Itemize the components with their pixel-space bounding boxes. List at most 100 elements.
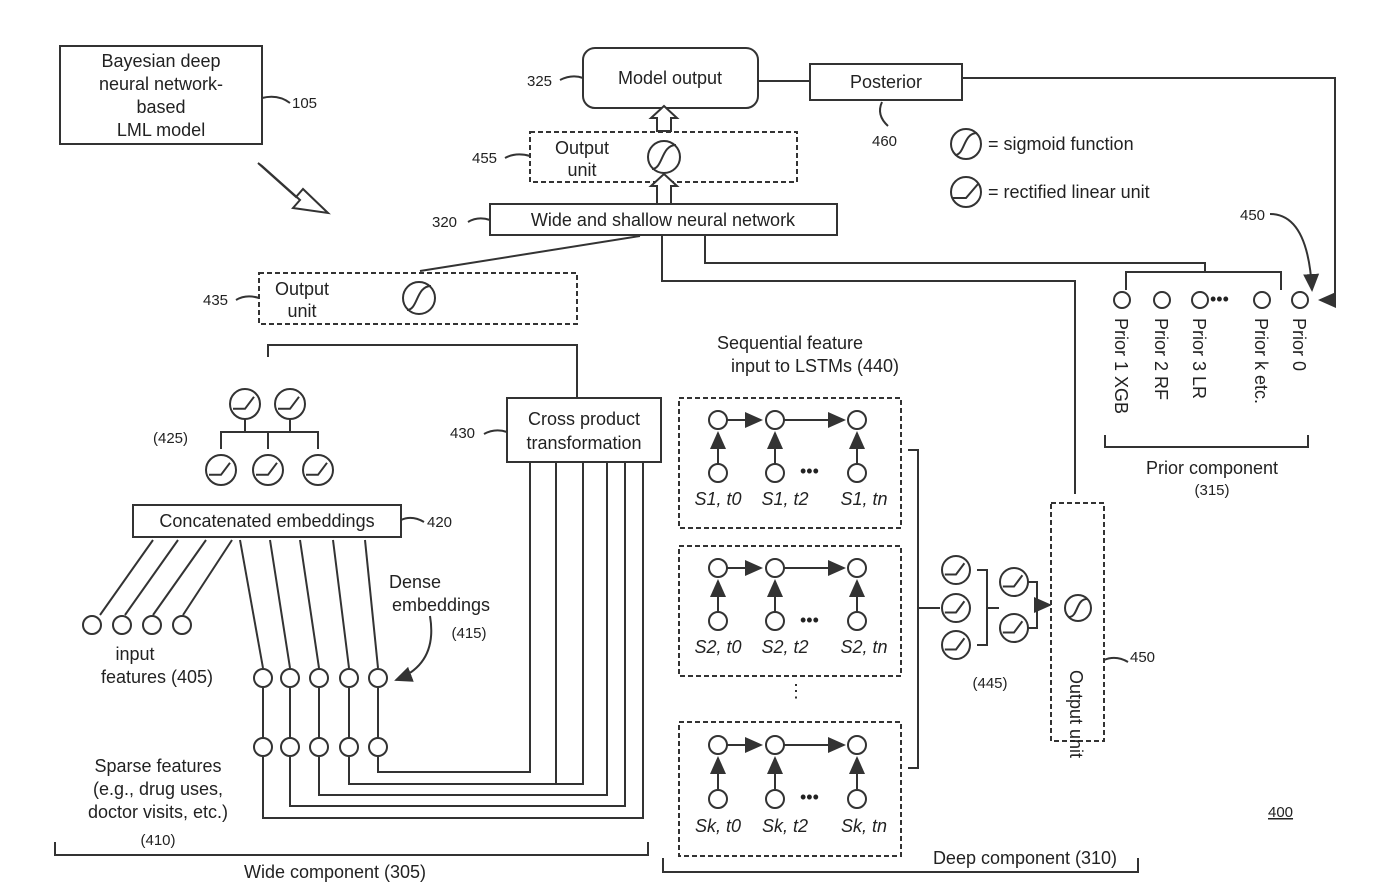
prior-label-3: Prior 3 LR [1189,318,1209,399]
output-unit-wide-line-2: unit [287,301,316,321]
hollow-arrow-icon [258,163,328,213]
cross-product-ref: 430 [450,425,475,442]
sigmoid-icon [1065,595,1091,621]
ellipsis: ••• [800,787,819,807]
lstm-label: Sk, tn [841,816,887,836]
cross-product-line-1: Cross product [528,409,640,429]
relu-group-425: (425) [153,418,318,449]
ellipsis: ••• [1210,289,1229,309]
lstm-label: S2, tn [840,637,887,657]
model-box-line-4: LML model [117,120,205,140]
legend: = sigmoid function = rectified linear un… [951,129,1150,207]
sparse-ref: (410) [140,832,175,849]
lstm-label: S1, t2 [761,489,808,509]
wide-shallow-network: Wide and shallow neural network 320 [432,204,837,235]
relu-icon [275,389,305,419]
output-unit-wide: Output unit 435 [203,273,577,324]
lstm-hidden-node [709,559,727,577]
cross-product: Cross product transformation 430 [450,398,661,462]
input-feature-node [143,616,161,634]
sparse-feature-node [310,738,328,756]
prior-label-k: Prior k etc. [1251,318,1271,404]
lstm-hidden-node [766,736,784,754]
relu-icon [206,455,236,485]
figure-ref: 400 [1268,804,1293,821]
sparse-feature-node [281,738,299,756]
prior-node [1114,292,1130,308]
prior-label-1: Prior 1 XGB [1111,318,1131,414]
model-box: Bayesian deep neural network- based LML … [60,46,317,144]
sparse-feature-node [340,738,358,756]
input-features-line-1: input [115,644,154,664]
prior-component: 450 ••• Prior 1 XGB Prior 2 RF Prior 3 L… [1105,207,1312,499]
relu-icon [1000,614,1028,642]
sparse-feature-node [254,738,272,756]
lstm-input-node [709,612,727,630]
deep-relu-ref: (445) [972,675,1007,692]
model-output-label: Model output [618,68,722,88]
output-unit-top-ref: 455 [472,150,497,167]
lstm-input-node [766,464,784,482]
lstm-input-node [766,790,784,808]
prior-node [1254,292,1270,308]
lstm-input-node [848,790,866,808]
lstm-input-node [848,612,866,630]
prior-label-0: Prior 0 [1289,318,1309,371]
posterior-label: Posterior [850,72,922,92]
seq-feature-line-2: input to LSTMs (440) [731,356,899,376]
dense-embedding-node [310,669,328,687]
output-unit-deep-ref: 450 [1130,649,1155,666]
hollow-up-arrow-icon [651,106,677,131]
wide-shallow-ref: 320 [432,214,457,231]
dense-embedding-node [369,669,387,687]
posterior: Posterior 460 [810,64,962,150]
lstm-hidden-node [848,411,866,429]
sparse-line-3: doctor visits, etc.) [88,802,228,822]
input-feature-node [83,616,101,634]
output-unit-top: Output unit 455 [472,132,797,182]
dense-embedding-node [254,669,272,687]
lstm-hidden-node [766,411,784,429]
dense-embedding-node [281,669,299,687]
prior-component-ref: (315) [1194,482,1229,499]
output-unit-top-line-2: unit [567,160,596,180]
output-unit-deep-label: Output unit [1066,670,1086,758]
dense-line-1: Dense [389,572,441,592]
concat-label: Concatenated embeddings [159,511,374,531]
prior-node [1154,292,1170,308]
seq-feature-line-1: Sequential feature [717,333,863,353]
lstm-hidden-node [766,559,784,577]
legend-relu: = rectified linear unit [988,182,1150,202]
dense-embedding-node [340,669,358,687]
model-box-line-1: Bayesian deep [101,51,220,71]
relu-group-ref: (425) [153,430,188,447]
output-unit-wide-line-1: Output [275,279,329,299]
model-box-ref: 105 [292,95,317,112]
relu-icon [230,389,260,419]
lstm-label: S2, t0 [694,637,741,657]
prior-label-2: Prior 2 RF [1151,318,1171,400]
lstm-label: Sk, t0 [695,816,741,836]
concatenated-embeddings: Concatenated embeddings 420 [133,505,452,537]
relu-icon [942,631,970,659]
lstm-hidden-node [848,559,866,577]
lstm-label: S2, t2 [761,637,808,657]
wide-component-label: Wide component (305) [244,862,426,882]
sparse-feature-node [369,738,387,756]
ellipsis: ••• [800,461,819,481]
model-output-ref: 325 [527,73,552,90]
prior-node [1292,292,1308,308]
prior-arrow-ref: 450 [1240,207,1265,224]
lstm-label: S1, tn [840,489,887,509]
concat-ref: 420 [427,514,452,531]
lstm-hidden-node [848,736,866,754]
wide-shallow-label: Wide and shallow neural network [531,210,796,230]
lstm-hidden-node [709,736,727,754]
lstm-input-node [766,612,784,630]
prior-node [1192,292,1208,308]
relu-icon [942,594,970,622]
cross-product-line-2: transformation [526,433,641,453]
relu-icon [303,455,333,485]
output-unit-wide-ref: 435 [203,292,228,309]
